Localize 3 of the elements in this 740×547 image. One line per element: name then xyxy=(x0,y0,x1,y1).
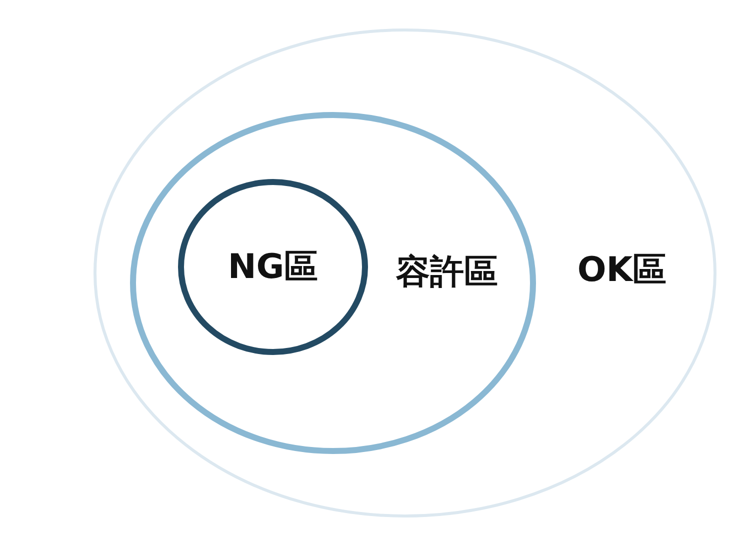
region-label: OK區 xyxy=(577,249,667,292)
region-label: 容許區 xyxy=(396,251,498,294)
region-label: NG區 xyxy=(228,246,318,289)
